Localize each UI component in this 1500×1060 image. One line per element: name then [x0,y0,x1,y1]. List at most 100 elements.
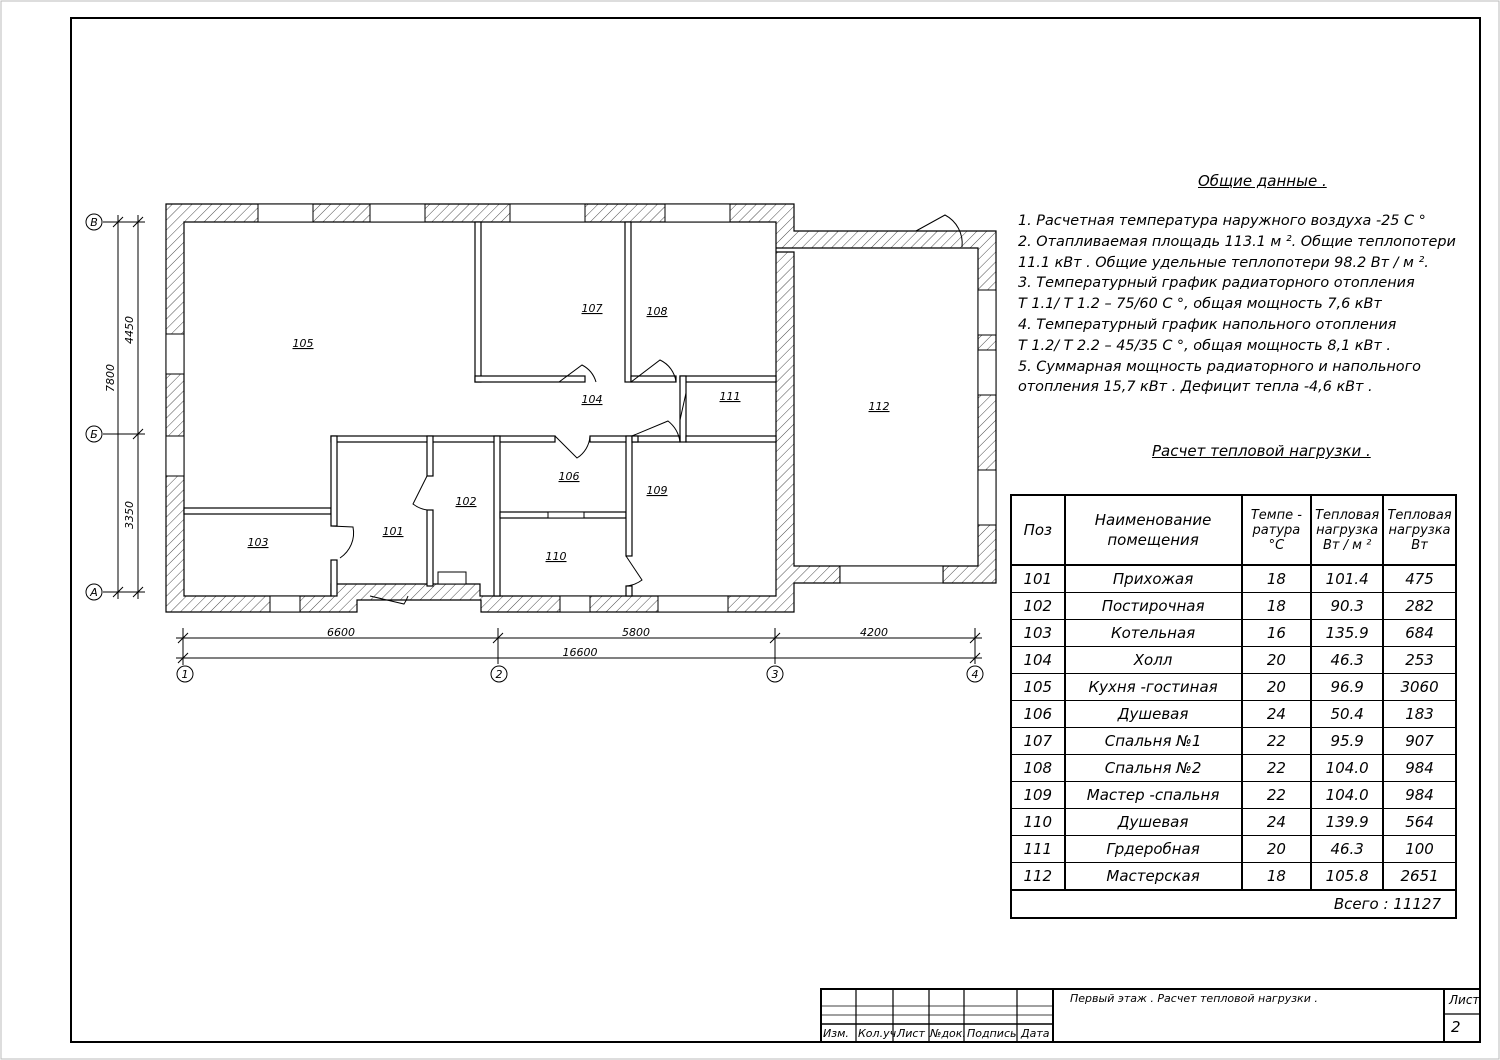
note-line: 2. Отапливаемая площадь 113.1 м ². Общие… [1018,233,1456,250]
dim-16600: 16600 [563,646,598,659]
axis-col-2: 2 [496,668,503,681]
cell-name: Спальня №1 [1063,727,1243,755]
dim-4200: 4200 [860,626,888,639]
header-line: нагрузка [1388,522,1451,538]
cell-temp: 20 [1240,835,1313,863]
cell-name: Котельная [1063,619,1243,647]
cell-name: Кухня -гостиная [1063,673,1243,701]
cell-name: Душевая [1063,808,1243,836]
cell-temp: 22 [1240,781,1313,809]
cell-spec: 95.9 [1310,727,1385,755]
room-110: 110 [546,550,567,563]
cell-load: 684 [1382,619,1457,647]
header-line: °С [1268,537,1285,553]
sheet-caption: Первый этаж . Расчет тепловой нагрузки . [1070,992,1318,1005]
cell-temp: 24 [1240,700,1313,728]
room-103: 103 [248,536,269,549]
cell-temp: 18 [1240,564,1313,593]
cell-spec: 46.3 [1310,646,1385,674]
note-line: Т 1.1/ Т 1.2 – 75/60 С °, общая мощность… [1018,296,1382,313]
sheet-frame [70,17,1481,1043]
header-line: Наименование [1094,511,1212,529]
cell-pos: 107 [1010,727,1066,755]
cell-spec: 135.9 [1310,619,1385,647]
cell-pos: 109 [1010,781,1066,809]
axis-row-b: Б [90,428,98,441]
cell-temp: 20 [1240,646,1313,674]
header-line: помещения [1107,531,1199,549]
col-header-load: Тепловая нагрузка Вт [1382,494,1457,566]
axis-col-3: 3 [772,668,779,681]
cell-spec: 101.4 [1310,564,1385,593]
note-line: Т 1.2/ Т 2.2 – 45/35 С °, общая мощность… [1018,337,1391,354]
room-109: 109 [647,484,668,497]
total-value: Всего : 11127 [1010,889,1457,919]
room-108: 108 [647,305,668,318]
cell-temp: 24 [1240,808,1313,836]
note-line: 1. Расчетная температура наружного возду… [1018,213,1426,229]
cell-load: 564 [1382,808,1457,836]
cell-name: Прихожая [1063,564,1243,593]
room-106: 106 [559,470,580,483]
cell-name: Спальня №2 [1063,754,1243,782]
tb-col-podpis: Подпись [967,1027,1017,1040]
tb-col-kolich: Кол.уч. [858,1027,900,1040]
room-111: 111 [720,390,741,403]
general-notes: 1. Расчетная температура наружного возду… [1018,211,1478,398]
cell-temp: 18 [1240,862,1313,891]
cell-temp: 22 [1240,727,1313,755]
cell-name: Холл [1063,646,1243,674]
cell-spec: 96.9 [1310,673,1385,701]
header-line: Вт [1411,537,1428,553]
cell-pos: 102 [1010,592,1066,620]
header-line: Вт / м ² [1323,537,1372,553]
cell-temp: 22 [1240,754,1313,782]
cell-spec: 46.3 [1310,835,1385,863]
dim-3350: 3350 [123,501,136,529]
dimension-lines [85,213,984,683]
cell-load: 100 [1382,835,1457,863]
cell-temp: 20 [1240,673,1313,701]
table-heading: Расчет тепловой нагрузки . [1152,442,1371,460]
note-line: 5. Суммарная мощность радиаторного и нап… [1018,358,1421,375]
cell-load: 475 [1382,564,1457,593]
dim-5800: 5800 [622,626,650,639]
note-line: 11.1 кВт . Общие удельные теплопотери 98… [1018,254,1429,271]
cell-name: Душевая [1063,700,1243,728]
note-line: 3. Температурный график радиаторного ото… [1018,275,1415,292]
cell-name: Постирочная [1063,592,1243,620]
room-107: 107 [582,302,603,315]
cell-load: 984 [1382,781,1457,809]
note-line: отопления 15,7 кВт . Дефицит тепла -4,6 … [1018,379,1373,396]
tb-col-data: Дата [1021,1027,1050,1040]
header-line: ратура [1252,522,1301,538]
axis-row-a: А [89,586,98,599]
tb-col-list: Лист [897,1027,925,1040]
cell-spec: 90.3 [1310,592,1385,620]
tb-col-ndok: №док. [930,1027,966,1040]
floor-plan: 101 102 103 104 105 106 107 108 109 110 … [165,203,997,613]
cell-pos: 106 [1010,700,1066,728]
cell-spec: 104.0 [1310,754,1385,782]
cell-load: 183 [1382,700,1457,728]
cell-spec: 104.0 [1310,781,1385,809]
dim-4450: 4450 [123,316,136,344]
cell-load: 253 [1382,646,1457,674]
axis-row-v: В [90,216,98,229]
room-112: 112 [869,400,890,413]
cell-spec: 139.9 [1310,808,1385,836]
header-line: Темпе - [1250,507,1302,523]
dim-7800: 7800 [104,364,117,392]
tb-col-izm: Изм. [823,1027,849,1040]
